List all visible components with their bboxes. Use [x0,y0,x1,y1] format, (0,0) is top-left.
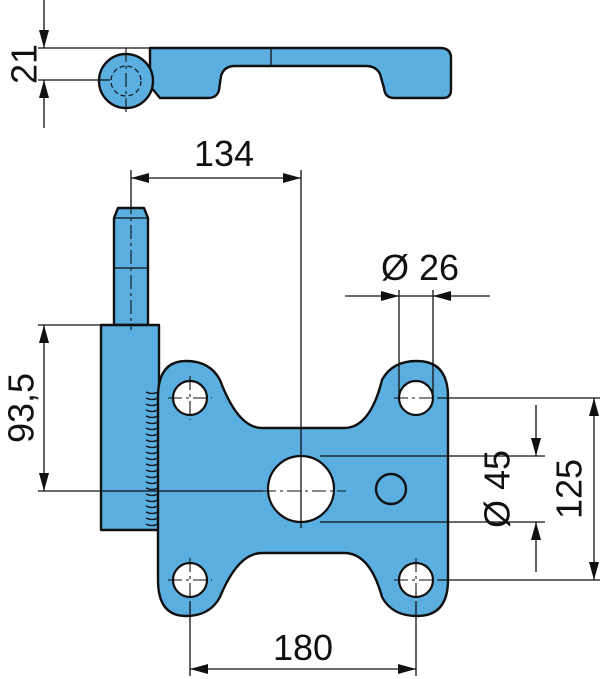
dim-26-arrow-right [433,291,451,301]
dim-45-arrow-bottom [531,522,541,540]
dim-small-hole-diameter: Ø 26 [345,247,490,398]
dim-21-arrow-top [39,30,49,48]
dim-pin-height: 93,5 [1,324,262,492]
dim-125-arrow-top [589,398,599,416]
dim-hole-vertical-spacing: 125 [438,397,600,581]
dim-125-arrow-bottom [589,562,599,580]
auxiliary-hole [374,472,408,506]
front-view [99,206,450,618]
side-view-bracket-body [148,46,453,100]
dim-134-arrow-left [131,173,149,183]
dim-26-label: Ø 26 [381,247,459,288]
hole-centerlines [168,376,438,602]
dim-180-arrow-left [190,664,208,674]
weld-scallops [145,391,159,527]
dim-hole-horizontal-spacing: 180 [189,602,417,676]
dim-21-arrow-bottom [39,80,49,98]
dim-93-arrow-top [39,325,49,343]
side-view-pin-hidden [110,65,142,97]
dim-93-label: 93,5 [1,373,42,443]
dim-93-arrow-bottom [39,473,49,491]
side-view: 21 [4,0,453,128]
dim-134-arrow-right [283,173,301,183]
dim-180-label: 180 [273,627,333,668]
dim-125-label: 125 [549,459,590,519]
dim-134-label: 134 [194,133,254,174]
dim-pin-offset: 134 [130,133,302,528]
weld-seam [145,391,159,527]
dim-side-thickness: 21 [4,0,150,128]
dim-26-arrow-left [381,291,399,301]
dim-21-label: 21 [4,44,45,84]
dim-180-arrow-right [398,664,416,674]
dim-45-label: Ø 45 [477,450,518,528]
pin-collar [99,323,161,532]
dim-center-hole-diameter: Ø 45 [320,405,545,572]
dim-45-arrow-top [531,438,541,456]
